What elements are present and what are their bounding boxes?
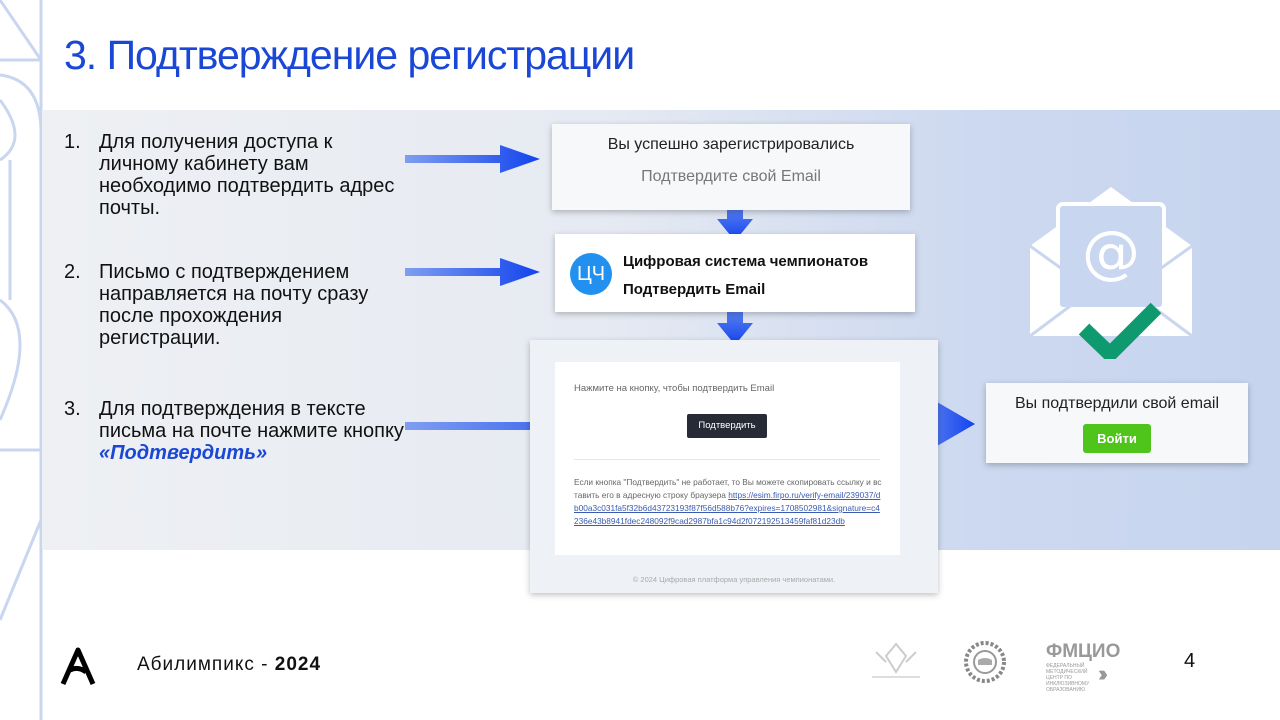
seal-logo xyxy=(964,641,1006,683)
sender: Цифровая система чемпионатов xyxy=(623,253,869,270)
decorative-pattern xyxy=(0,0,43,720)
chevrons-icon: ››› xyxy=(1098,661,1108,686)
verify-link[interactable]: https://esim.firpo.ru/verify-email/23903… xyxy=(574,490,881,526)
subject: Подтвердить Email xyxy=(623,281,766,298)
email-confirmed-icon: @ xyxy=(1029,187,1193,359)
avatar: ЦЧ xyxy=(570,253,612,295)
abilympics-logo xyxy=(60,647,96,686)
confirm-button[interactable]: Подтвердить xyxy=(687,414,767,438)
divider xyxy=(574,459,880,460)
page-title: 3. Подтверждение регистрации xyxy=(64,32,635,78)
login-button[interactable]: Войти xyxy=(1083,424,1151,453)
step-2: 2.Письмо с подтверждением направляется н… xyxy=(64,261,369,349)
svg-text:@: @ xyxy=(1082,218,1140,286)
page-number: 4 xyxy=(1184,650,1196,672)
email-body: Нажмите на кнопку, чтобы подтвердить Ema… xyxy=(530,340,938,593)
ministry-logo xyxy=(872,642,920,678)
confirmed-card: Вы подтвердили свой email Войти xyxy=(986,383,1248,463)
step-3: 3.Для подтверждения в тексте письма на п… xyxy=(64,398,404,464)
step-1: 1.Для получения доступа к личному кабине… xyxy=(64,131,395,219)
highlight: «Подтвердить» xyxy=(99,442,268,464)
email-notification: ЦЧ Цифровая система чемпионатов Подтверд… xyxy=(555,234,915,312)
brand-text: Абилимпикс - 2024 xyxy=(137,654,322,675)
registered-card: Вы успешно зарегистрировались Подтвердит… xyxy=(552,124,910,210)
